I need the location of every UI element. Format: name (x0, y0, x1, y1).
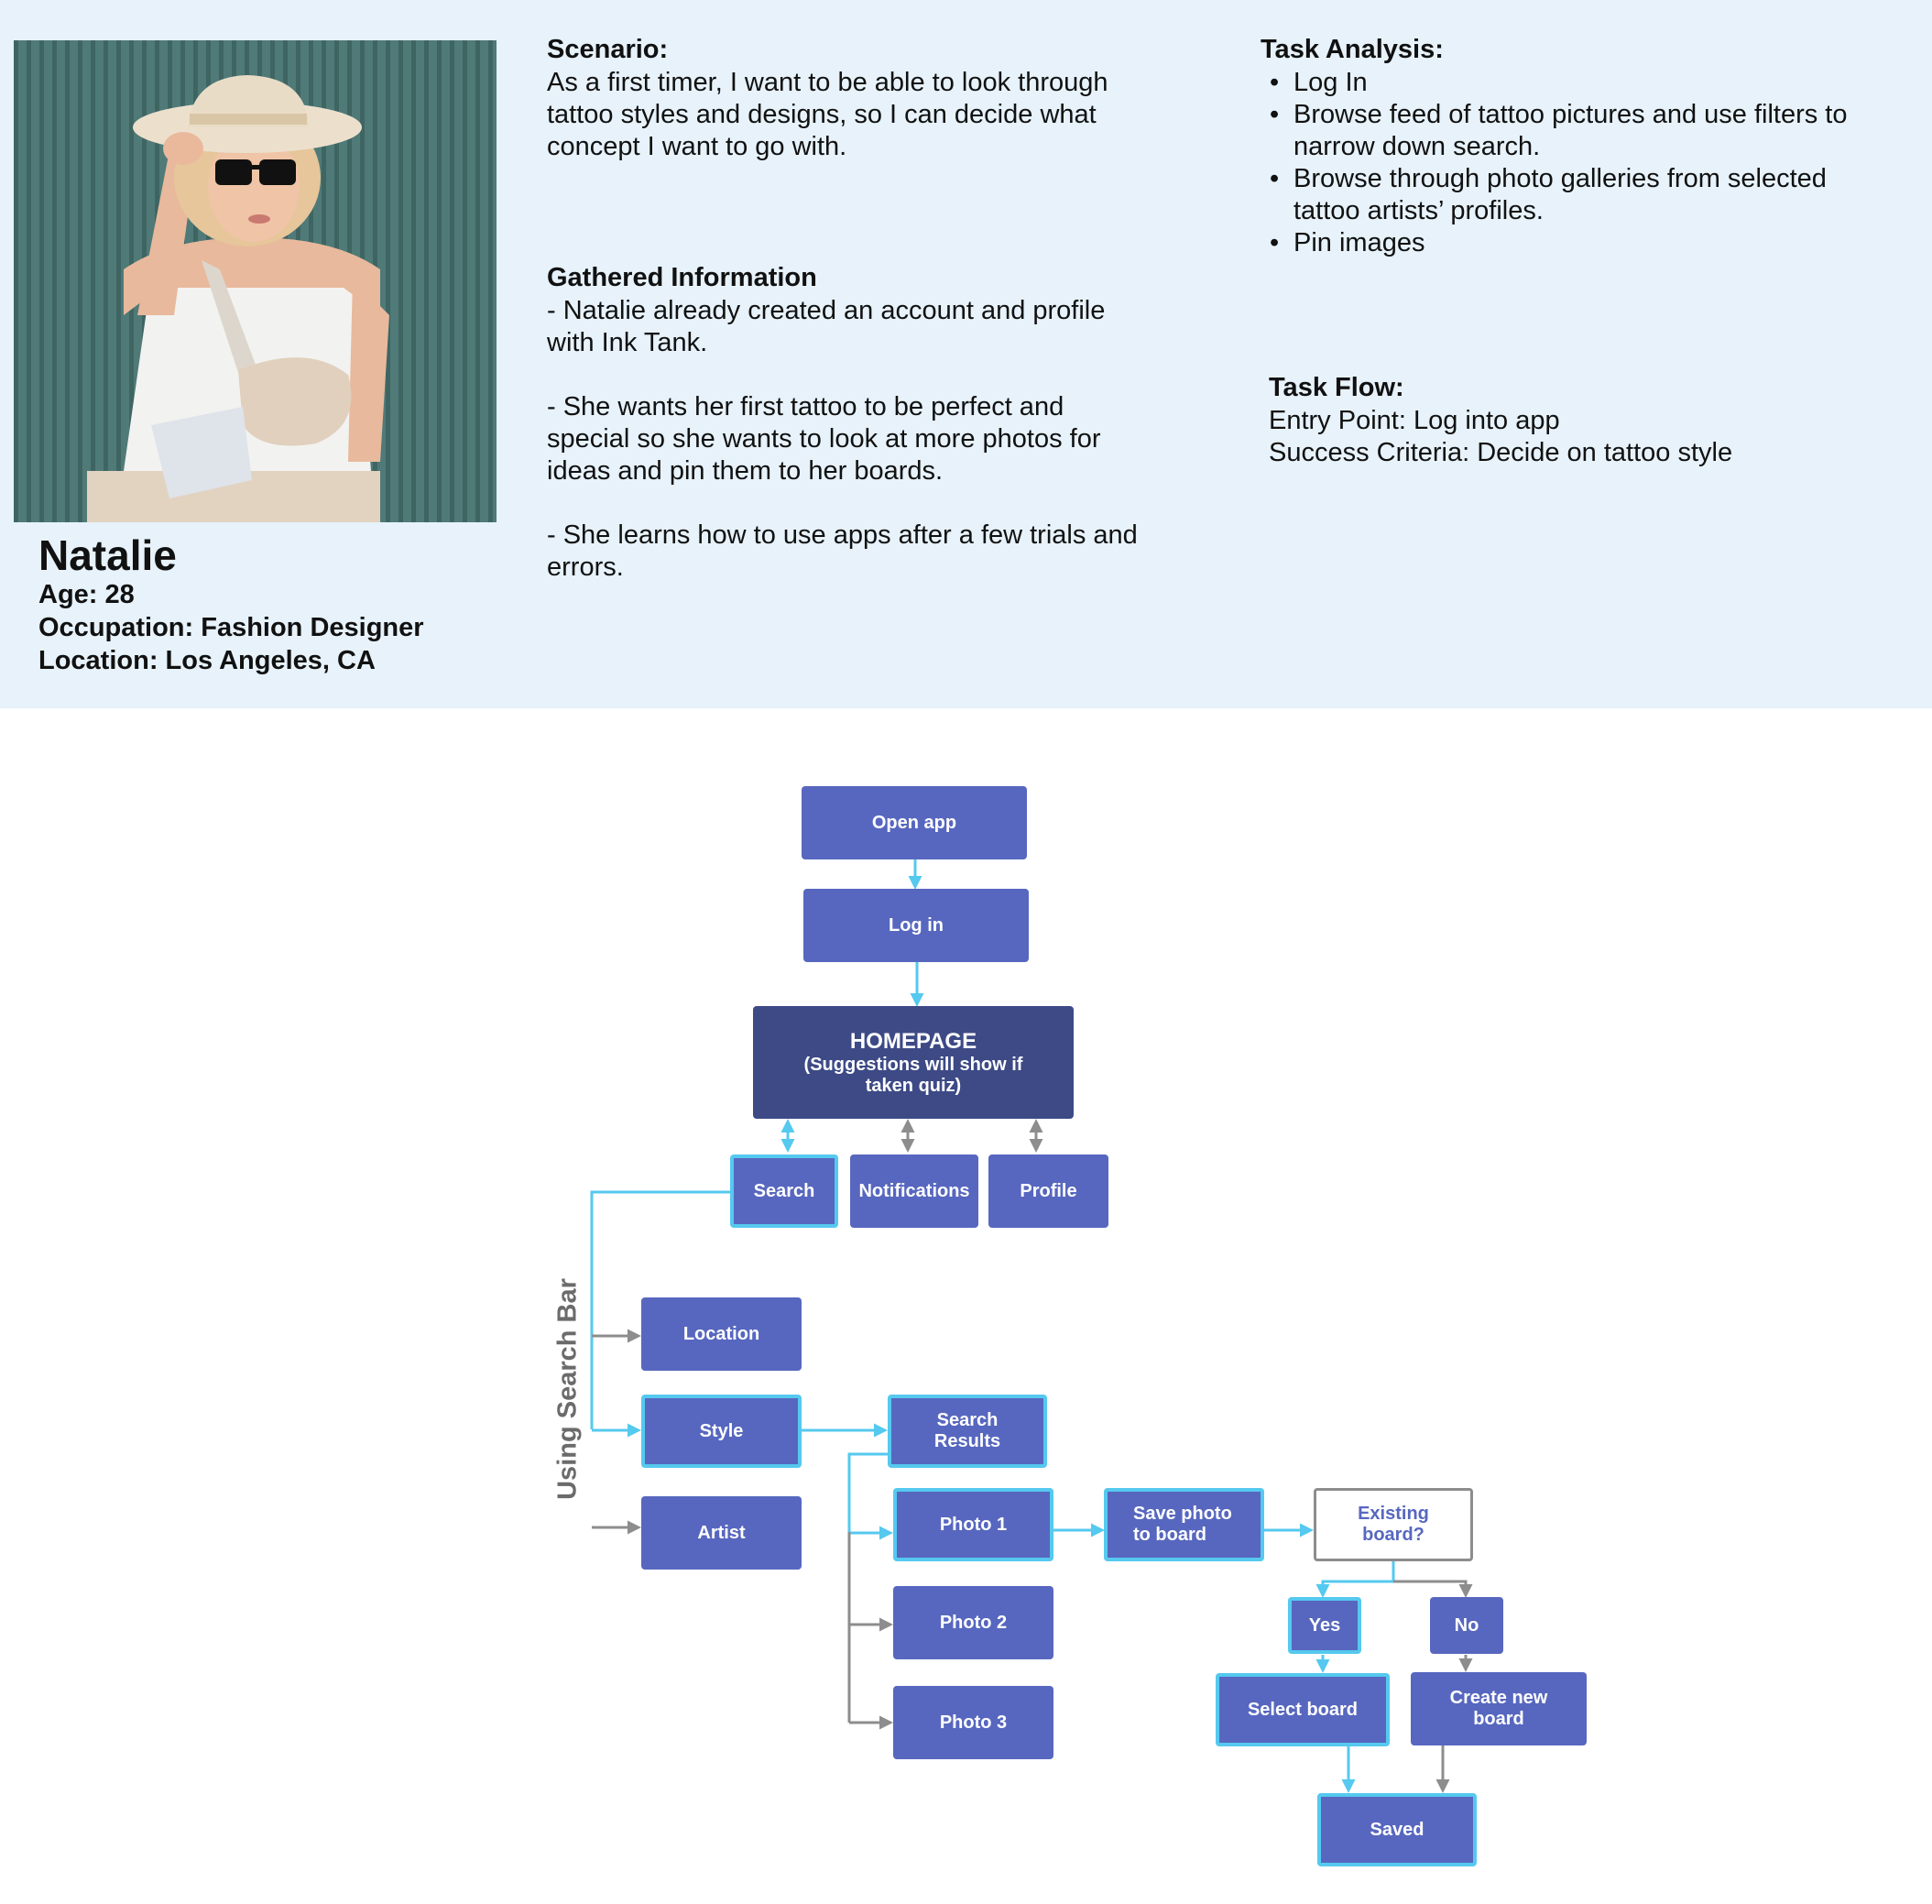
scenario-text: As a first timer, I want to be able to l… (547, 67, 1108, 163)
scenario-line: As a first timer, I want to be able to l… (547, 68, 1108, 97)
persona-panel: Natalie Age: 28 Occupation: Fashion Desi… (0, 0, 1932, 708)
task-line: Pin images (1293, 228, 1425, 257)
node-label: Notifications (858, 1180, 970, 1201)
gathered-item: - Natalie already created an account and… (547, 295, 1105, 359)
gathered-heading: Gathered Information (547, 263, 817, 292)
task-item: Log In (1270, 67, 1848, 99)
homepage-subtitle: (Suggestions will show if (803, 1054, 1023, 1075)
persona-name: Natalie (38, 531, 177, 579)
gathered-line: errors. (547, 553, 624, 582)
success-criteria: Success Criteria: Decide on tattoo style (1269, 438, 1733, 467)
style-node[interactable]: Style (641, 1395, 802, 1468)
gathered-line: - She wants her first tattoo to be perfe… (547, 392, 1064, 421)
node-label: board (1473, 1709, 1524, 1729)
existing-board-decision[interactable]: Existing board? (1314, 1488, 1473, 1561)
node-label: Style (699, 1420, 744, 1441)
create-new-board-node[interactable]: Create new board (1411, 1672, 1587, 1745)
node-label: Results (933, 1431, 1001, 1451)
homepage-node[interactable]: HOMEPAGE (Suggestions will show if taken… (753, 1006, 1074, 1119)
task-item: Browse feed of tattoo pictures and use f… (1270, 99, 1848, 163)
using-search-bar-label: Using Search Bar (552, 1278, 583, 1500)
gathered-line: - Natalie already created an account and… (547, 296, 1106, 325)
node-label: Profile (1020, 1180, 1077, 1201)
node-label: Yes (1308, 1614, 1341, 1636)
node-label: Existing (1358, 1504, 1429, 1524)
task-item: Browse through photo galleries from sele… (1270, 163, 1848, 227)
node-label: Search (936, 1410, 999, 1430)
no-node[interactable]: No (1430, 1597, 1503, 1654)
scenario-line: tattoo styles and designs, so I can deci… (547, 100, 1097, 129)
task-line: Browse feed of tattoo pictures and use f… (1293, 100, 1848, 129)
location-node[interactable]: Location (641, 1297, 802, 1371)
node-label: Save photo (1133, 1504, 1232, 1524)
node-label: Artist (697, 1522, 746, 1543)
log-in-node[interactable]: Log in (803, 889, 1029, 962)
gathered-item: - She wants her first tattoo to be perfe… (547, 391, 1100, 487)
photo-1-node[interactable]: Photo 1 (893, 1488, 1053, 1561)
node-label: No (1454, 1614, 1479, 1636)
gathered-item: - She learns how to use apps after a few… (547, 520, 1138, 584)
gathered-line: - She learns how to use apps after a few… (547, 520, 1138, 550)
search-node[interactable]: Search (730, 1154, 838, 1228)
node-label: Log in (889, 914, 944, 936)
node-label: Search (753, 1180, 815, 1201)
task-line: Browse through photo galleries from sele… (1293, 164, 1827, 193)
node-label: Photo 1 (939, 1514, 1008, 1535)
save-photo-node[interactable]: Save photo to board (1104, 1488, 1264, 1561)
persona-location: Location: Los Angeles, CA (38, 646, 376, 675)
homepage-subtitle: taken quiz) (865, 1075, 962, 1096)
homepage-title: HOMEPAGE (849, 1028, 977, 1054)
node-label: Saved (1370, 1819, 1424, 1840)
photo-2-node[interactable]: Photo 2 (893, 1586, 1053, 1659)
task-line: tattoo artists’ profiles. (1293, 196, 1544, 225)
profile-node[interactable]: Profile (988, 1154, 1108, 1228)
task-item: Pin images (1270, 227, 1848, 259)
search-results-node[interactable]: Search Results (888, 1395, 1047, 1468)
open-app-node[interactable]: Open app (802, 786, 1027, 859)
gathered-line: special so she wants to look at more pho… (547, 424, 1101, 454)
gathered-line: with Ink Tank. (547, 328, 708, 357)
node-label: to board (1133, 1525, 1206, 1545)
artist-node[interactable]: Artist (641, 1496, 802, 1570)
gathered-line: ideas and pin them to her boards. (547, 456, 944, 486)
node-label: Photo 2 (939, 1612, 1008, 1633)
persona-occupation: Occupation: Fashion Designer (38, 613, 424, 642)
node-label: Select board (1247, 1699, 1359, 1720)
saved-node[interactable]: Saved (1317, 1793, 1477, 1866)
task-line: Log In (1293, 68, 1368, 97)
yes-node[interactable]: Yes (1288, 1597, 1361, 1654)
select-board-node[interactable]: Select board (1216, 1673, 1390, 1746)
scenario-heading: Scenario: (547, 35, 669, 64)
connector-existing-no (1393, 1580, 1473, 1598)
task-line: narrow down search. (1293, 132, 1541, 161)
node-label: Photo 3 (939, 1712, 1008, 1733)
task-analysis-list: Log In Browse feed of tattoo pictures an… (1270, 67, 1848, 259)
scenario-line: concept I want to go with. (547, 132, 847, 161)
entry-point: Entry Point: Log into app (1269, 406, 1560, 435)
persona-age: Age: 28 (38, 580, 135, 609)
photo-3-node[interactable]: Photo 3 (893, 1686, 1053, 1759)
connector-results-branch (847, 1452, 888, 1532)
notifications-node[interactable]: Notifications (850, 1154, 978, 1228)
task-flow-heading: Task Flow: (1269, 373, 1404, 402)
node-label: board? (1362, 1525, 1424, 1545)
node-label: Location (682, 1323, 760, 1344)
node-label: Open app (871, 812, 957, 833)
persona-photo (14, 40, 497, 522)
node-label: Create new (1449, 1688, 1548, 1708)
task-analysis-heading: Task Analysis: (1261, 35, 1444, 64)
connector-existing-yes (1315, 1561, 1395, 1598)
